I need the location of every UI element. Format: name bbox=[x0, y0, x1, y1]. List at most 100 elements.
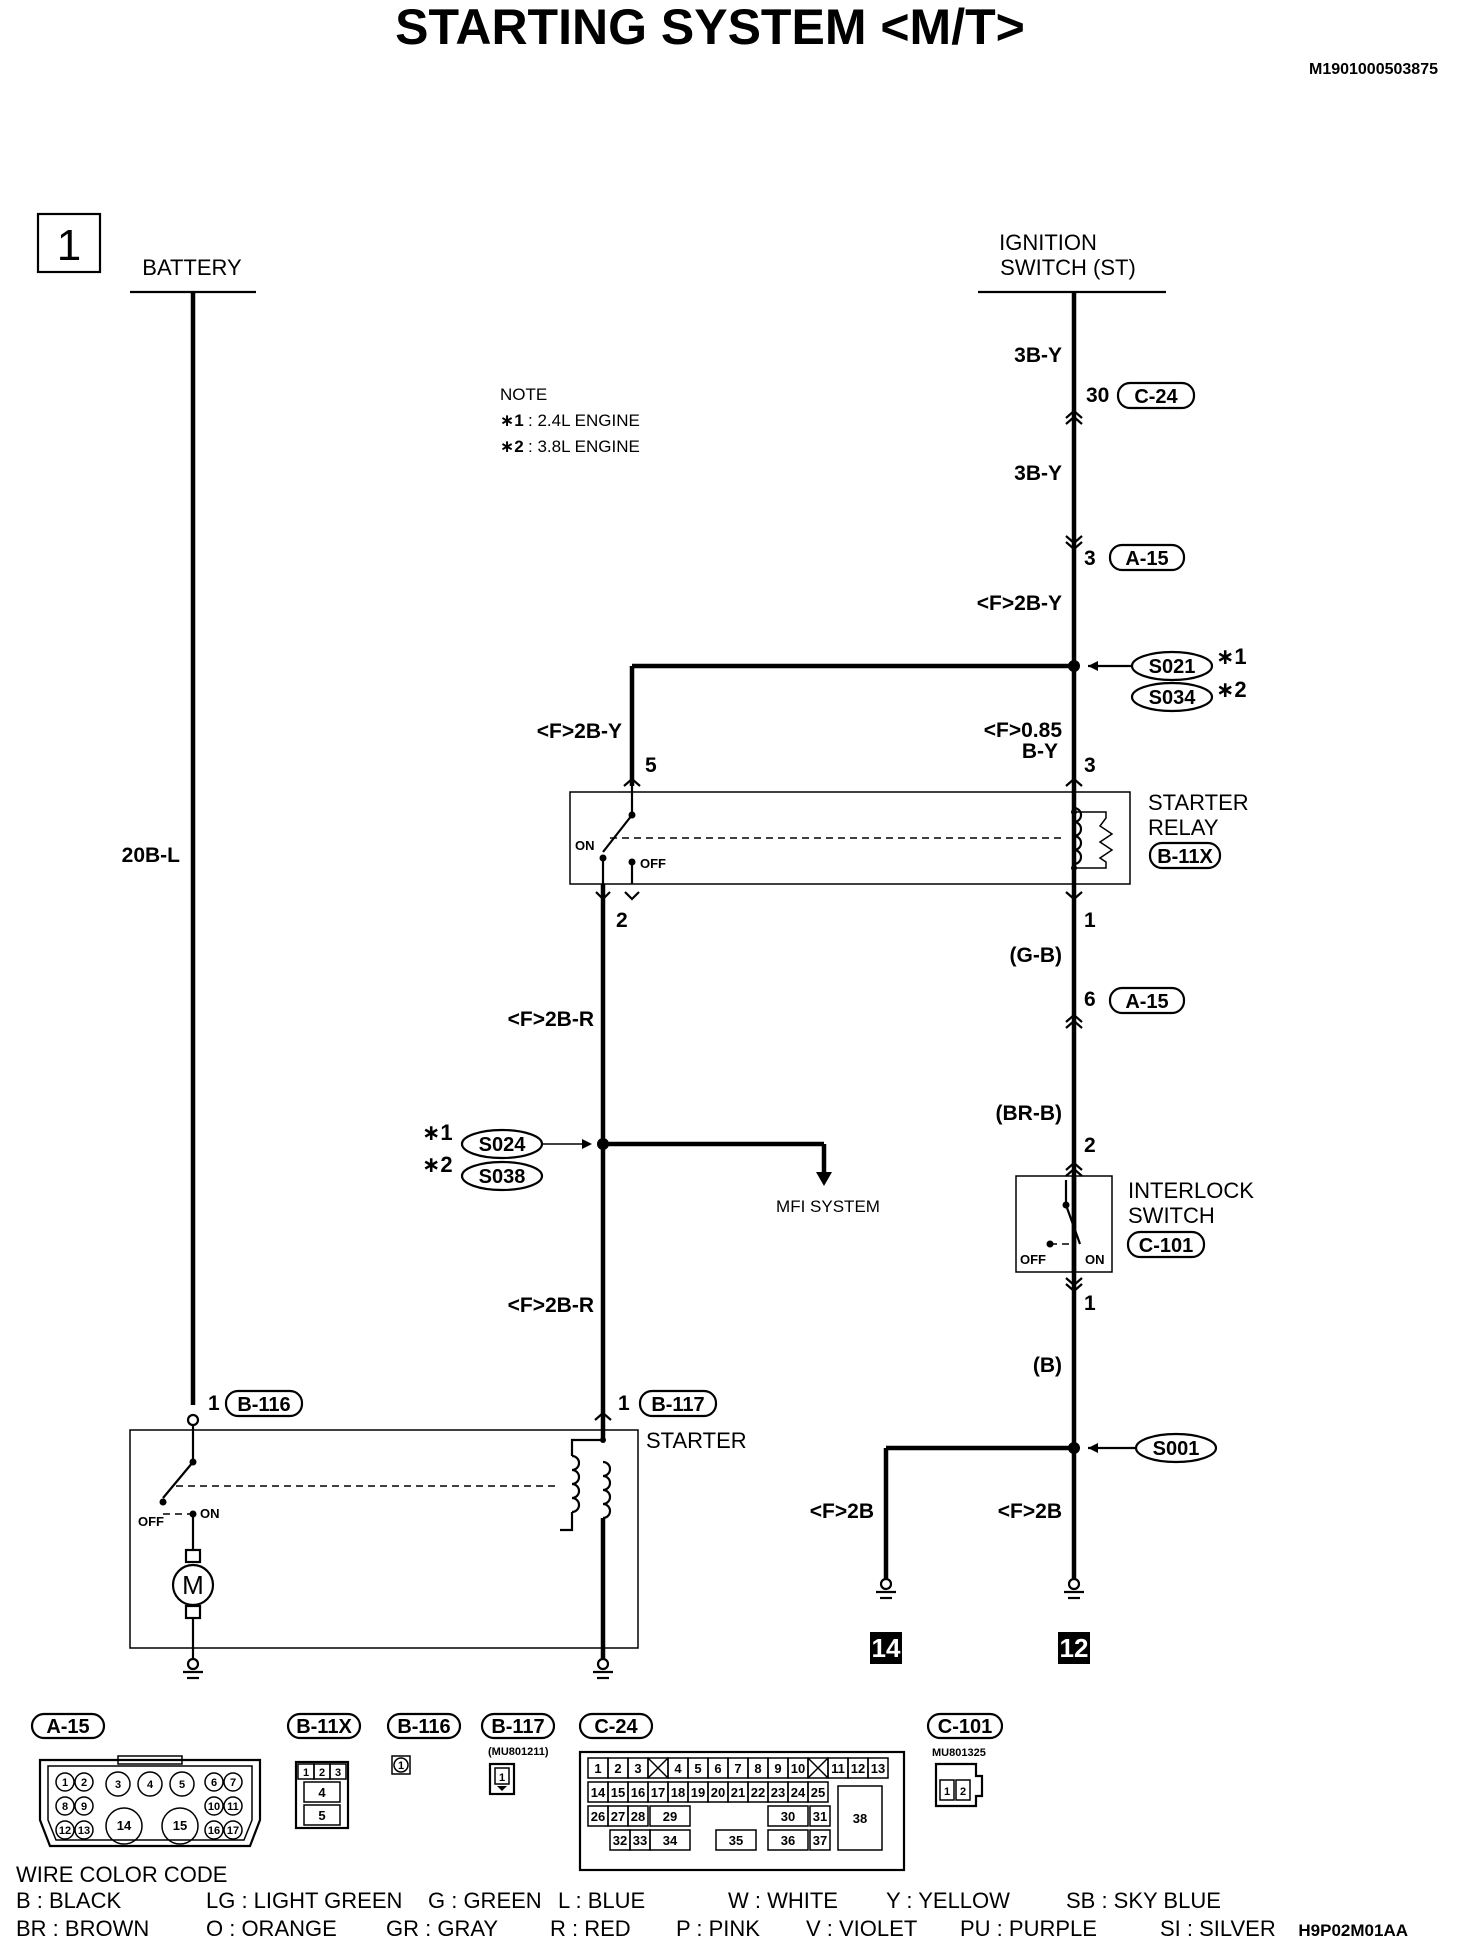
a15-pin-9 bbox=[74, 1796, 94, 1816]
wire-label-relay-out-left: <F>2B-R bbox=[508, 1008, 594, 1031]
c24-blank-mark bbox=[807, 1757, 829, 1779]
splice-label-s024: S024 bbox=[479, 1134, 527, 1156]
starter-box bbox=[129, 1429, 639, 1649]
c24-pin-label: 11 bbox=[831, 1761, 845, 1776]
a15-pin-label: 7 bbox=[230, 1777, 236, 1789]
a15-pin-label: 11 bbox=[227, 1801, 239, 1813]
motor-symbol: M bbox=[182, 1570, 204, 1600]
relay-off-arrow bbox=[624, 891, 640, 901]
connector-view-label-b116: B-116 bbox=[397, 1716, 450, 1738]
c24-pin-label: 13 bbox=[871, 1761, 885, 1776]
connector-arrow-a15-top bbox=[1065, 535, 1083, 551]
connector-view-tag-b117 bbox=[480, 1712, 556, 1740]
interlock-pin2-arrow bbox=[1065, 1161, 1083, 1177]
connector-tag-b11x bbox=[1148, 841, 1222, 870]
pin-b116-1: 1 bbox=[208, 1392, 220, 1415]
splice-s021 bbox=[1130, 650, 1214, 682]
a15-pin-label: 15 bbox=[173, 1818, 187, 1833]
ground-symbol-12 bbox=[1064, 1577, 1084, 1600]
c24-pin-label: 19 bbox=[691, 1785, 705, 1800]
a15-pin-label: 14 bbox=[117, 1818, 132, 1833]
svg-text:1: 1 bbox=[499, 1772, 505, 1784]
connector-view-label-a15: A-15 bbox=[46, 1716, 89, 1738]
splice-arrowhead-s021 bbox=[1088, 661, 1098, 671]
wire-color-entry: R : RED bbox=[550, 1916, 631, 1941]
c24-pin-label: 20 bbox=[711, 1785, 725, 1800]
splice-label-s034: S034 bbox=[1149, 687, 1197, 709]
pin-a15-6: 6 bbox=[1084, 988, 1096, 1011]
pin-b117-1: 1 bbox=[618, 1392, 630, 1415]
battery-label: BATTERY bbox=[142, 255, 242, 280]
connector-tag-b116 bbox=[224, 1389, 304, 1418]
connector-view-tag-b11x bbox=[286, 1712, 362, 1740]
wire-label-ign-2: 3B-Y bbox=[1014, 462, 1062, 485]
starter-label: STARTER bbox=[646, 1428, 747, 1453]
a15-pin-2 bbox=[74, 1772, 94, 1792]
battery-wire-label: 20B-L bbox=[122, 844, 181, 867]
wire-color-entry: GR : GRAY bbox=[386, 1916, 498, 1941]
connector-label-a15-mid: A-15 bbox=[1125, 991, 1168, 1013]
splice-arrowhead-s001 bbox=[1088, 1443, 1098, 1453]
wire-color-entry: L : BLUE bbox=[558, 1888, 645, 1913]
pin-relay-5: 5 bbox=[645, 754, 657, 777]
interlock-on-label: ON bbox=[1085, 1252, 1105, 1267]
svg-text:2: 2 bbox=[960, 1786, 966, 1798]
c24-pin-label: 38 bbox=[853, 1811, 867, 1826]
interlock-pin1-arrow bbox=[1065, 1277, 1083, 1293]
mfi-arrowhead bbox=[816, 1172, 832, 1186]
relay-coil bbox=[1073, 806, 1083, 866]
relay-on-label: ON bbox=[575, 838, 595, 853]
svg-text:3: 3 bbox=[335, 1767, 341, 1779]
pin-interlock-2: 2 bbox=[1084, 1134, 1096, 1157]
c24-pin-label: 29 bbox=[663, 1809, 677, 1824]
relay-coil-dot-bottom bbox=[1071, 865, 1077, 871]
interlock-switch-label-1: INTERLOCK bbox=[1128, 1178, 1254, 1203]
wire-label-relay-left-in: <F>2B-Y bbox=[537, 720, 622, 743]
relay-coil-dot-top bbox=[1071, 809, 1077, 815]
starter-coil-left-lead bbox=[570, 1425, 605, 1456]
wire-color-entry: W : WHITE bbox=[728, 1888, 838, 1913]
ground-ref-box-14 bbox=[870, 1632, 902, 1664]
splice-mark-s024: ∗1 bbox=[422, 1120, 453, 1145]
relay-off-label: OFF bbox=[640, 856, 666, 871]
wire-color-entry: V : VIOLET bbox=[806, 1916, 917, 1941]
svg-text:4: 4 bbox=[318, 1785, 326, 1800]
note-mark-2: ∗2 bbox=[500, 437, 524, 456]
b117-arrow bbox=[594, 1411, 612, 1421]
wire-label-relay-right-in-2: B-Y bbox=[1022, 740, 1058, 763]
wire-color-entry: G : GREEN bbox=[428, 1888, 542, 1913]
connector-label-c101: C-101 bbox=[1139, 1235, 1193, 1257]
c24-pin-label: 8 bbox=[754, 1761, 761, 1776]
a15-pin-3 bbox=[105, 1771, 131, 1797]
a15-pin-16 bbox=[204, 1820, 224, 1840]
a15-pin-label: 10 bbox=[208, 1801, 220, 1813]
splice-arrowhead-s024 bbox=[582, 1139, 592, 1149]
splice-label-s001: S001 bbox=[1153, 1438, 1200, 1460]
connector-label-a15-top: A-15 bbox=[1125, 548, 1168, 570]
connector-view-label-c24: C-24 bbox=[594, 1716, 638, 1738]
a15-pin-label: 3 bbox=[115, 1779, 121, 1791]
c24-pin-label: 31 bbox=[813, 1809, 827, 1824]
splice-s038 bbox=[460, 1160, 544, 1192]
a15-pin-label: 1 bbox=[62, 1777, 68, 1789]
connector-label-b117: B-117 bbox=[651, 1394, 704, 1416]
c24-pin-label: 4 bbox=[674, 1761, 682, 1776]
c24-pin-label: 33 bbox=[633, 1833, 647, 1848]
connector-view-b117: 1 bbox=[488, 1762, 516, 1796]
a15-pin-14 bbox=[105, 1807, 143, 1845]
connector-tag-b117 bbox=[638, 1389, 718, 1418]
c24-pin-label: 14 bbox=[591, 1785, 606, 1800]
wire-color-entry: BR : BROWN bbox=[16, 1916, 149, 1941]
a15-pin-label: 17 bbox=[227, 1825, 239, 1837]
c24-pin-label: 26 bbox=[591, 1809, 605, 1824]
svg-text:1: 1 bbox=[944, 1786, 950, 1798]
c24-pin-label: 2 bbox=[614, 1761, 621, 1776]
a15-pin-label: 4 bbox=[147, 1779, 154, 1791]
wire-label-starter-feed: <F>2B-R bbox=[508, 1294, 594, 1317]
relay-pin1-arrow bbox=[1065, 891, 1083, 901]
c24-pin-label: 6 bbox=[714, 1761, 721, 1776]
c24-pin-cell bbox=[767, 1829, 809, 1851]
connector-label-c24: C-24 bbox=[1134, 386, 1178, 408]
